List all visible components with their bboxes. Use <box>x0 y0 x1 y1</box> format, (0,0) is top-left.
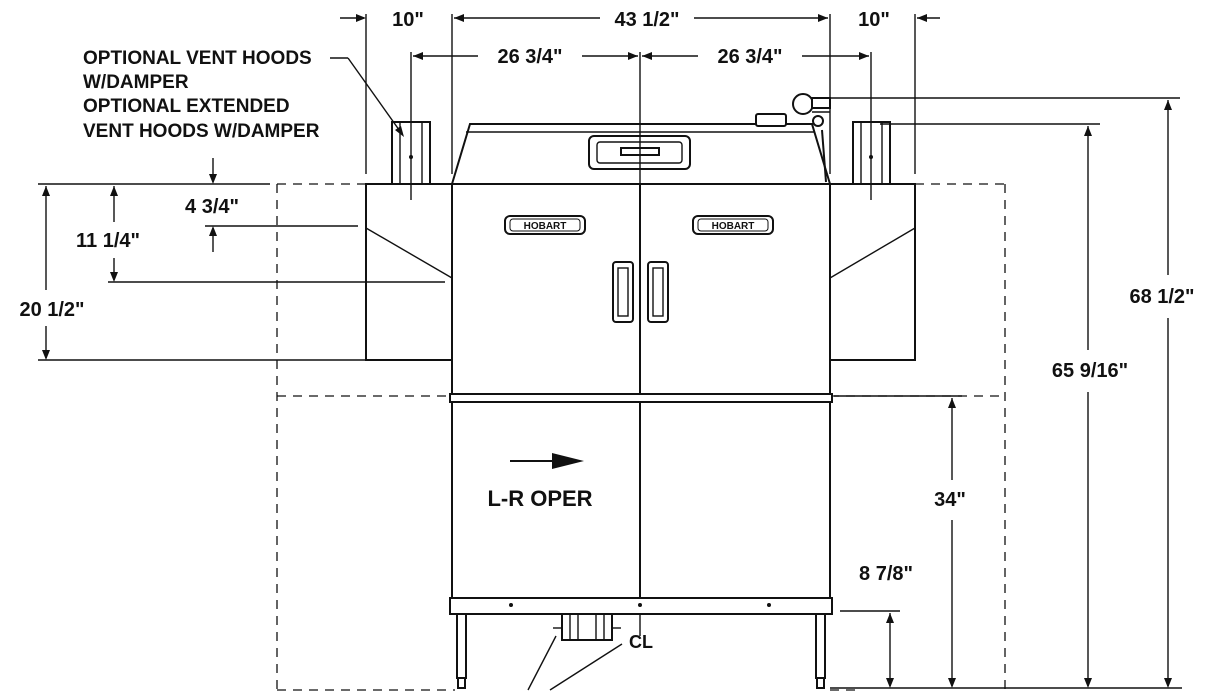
hobart-badge-right <box>692 215 774 235</box>
right-dimension-lines <box>812 97 1182 689</box>
note-vent-line2: W/DAMPER <box>83 72 189 93</box>
left-side-hood <box>365 183 453 361</box>
upper-cabinet <box>451 183 831 395</box>
dim-right-half-width: 26 3/4" <box>717 46 782 68</box>
dim-overall-height: 68 1/2" <box>1129 286 1194 308</box>
drain-assembly <box>527 613 641 691</box>
dim-vent-hood-height: 65 9/16" <box>1052 360 1128 382</box>
hobart-badge-right-text: HOBART <box>712 221 755 232</box>
dim-table-height: 34" <box>934 489 966 511</box>
hobart-badge-left-text: HOBART <box>524 221 567 232</box>
operation-label: L-R OPER <box>487 486 592 511</box>
top-dimension-lines <box>340 14 940 200</box>
right-side-hood <box>829 183 916 361</box>
dim-left-half-width: 26 3/4" <box>497 46 562 68</box>
dim-drain-height: 8 7/8" <box>859 563 913 585</box>
left-dimension-lines <box>38 57 452 361</box>
note-vent-line4: VENT HOODS W/DAMPER <box>83 121 320 142</box>
dim-hood-offset-top: 4 3/4" <box>185 196 239 218</box>
dim-hood-height: 20 1/2" <box>19 299 84 321</box>
dim-right-hood-width: 10" <box>858 9 890 31</box>
legs <box>456 613 826 689</box>
centerline-label: CL <box>629 632 653 652</box>
note-vent-line1: OPTIONAL VENT HOODS <box>83 48 312 69</box>
lower-cabinet <box>449 393 833 615</box>
note-vent-line3: OPTIONAL EXTENDED <box>83 96 290 117</box>
direction-arrow <box>510 453 584 469</box>
dim-left-hood-width: 10" <box>392 9 424 31</box>
machine-top-hood <box>450 93 832 185</box>
hobart-badge-left <box>504 215 586 235</box>
dim-hood-offset-mid: 11 1/4" <box>76 230 140 252</box>
dim-overall-width: 43 1/2" <box>614 9 679 31</box>
